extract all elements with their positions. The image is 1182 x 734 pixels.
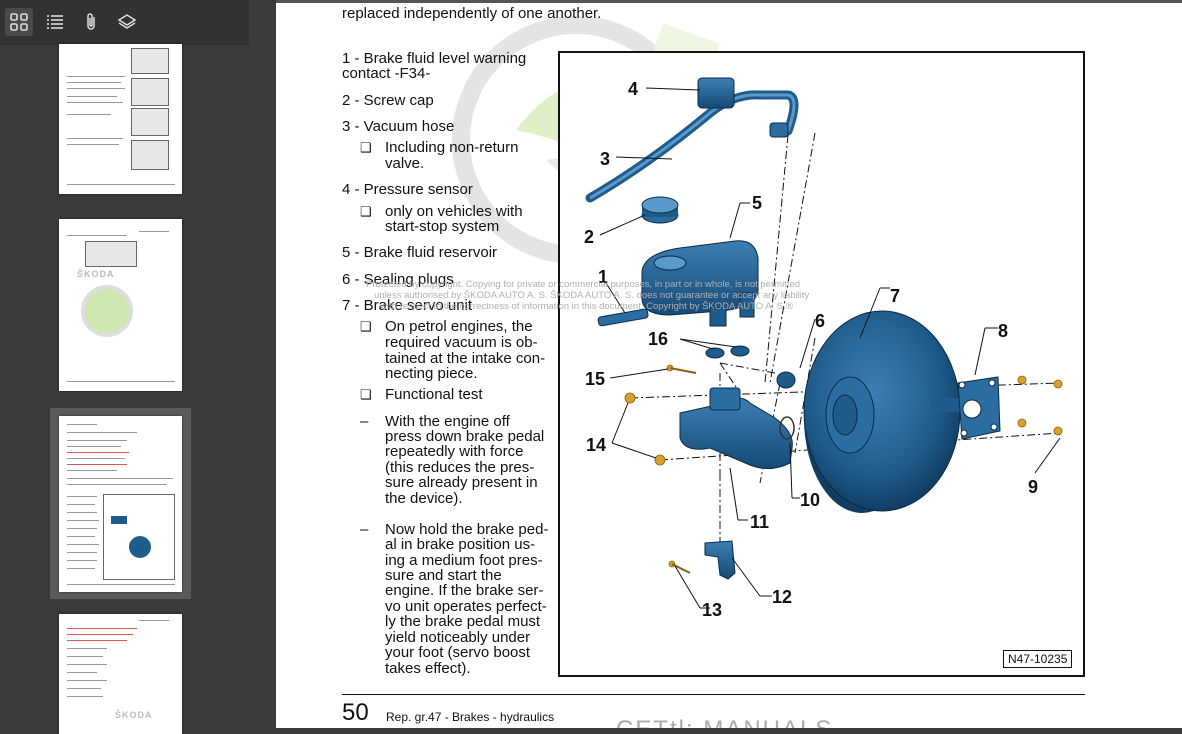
intro-line: replaced independently of one another. [342,5,602,22]
callout-6: 6 [815,311,825,331]
copyright-watermark-3: with respect to the correctness of infor… [380,301,793,312]
callout-12: 12 [772,587,792,607]
callout-16: 16 [648,329,668,349]
dash-icon: – [360,413,369,430]
item-4: 4 - Pressure sensor [342,181,473,198]
bullet-icon: ❑ [360,387,372,402]
page-thumbnail-49[interactable] [50,44,191,196]
dash-icon: – [360,521,369,538]
servo-note-1: On petrol engines, the [385,318,533,335]
step-2-line-3: ing a medium foot pres- [385,552,543,569]
thumbnail-page: ŠKODA [59,219,182,391]
hose-note-1: Including non-return [385,139,519,156]
grid-icon [10,13,28,31]
step-2-line-5: engine. If the brake ser- [385,582,544,599]
step-1-line-2: press down brake pedal [385,428,545,445]
callout-14: 14 [586,435,606,455]
bullet-icon: ❑ [360,319,372,334]
callout-4: 4 [628,79,638,99]
callout-3: 3 [600,149,610,169]
callout-10: 10 [800,490,820,510]
copyright-watermark-1: Protected by copyright. Copying for priv… [366,279,801,290]
thumbnail-page [59,416,182,592]
step-2-line-7: ly the brake pedal must [385,613,541,630]
layers-button[interactable] [113,8,141,36]
layers-icon [117,14,137,29]
callout-15: 15 [585,369,605,389]
callout-1: 1 [598,267,608,287]
thumbnail-logo: ŠKODA [115,710,153,720]
sensor-note-2: start-stop system [385,218,500,235]
servo-note-5: Functional test [385,386,483,403]
step-2-line-8: yield noticeably under [385,629,531,646]
step-2-line-2: al in brake position us- [385,536,536,553]
sidebar-toolbar [0,0,249,45]
bullet-icon: ❑ [360,140,372,155]
document-page: replaced independently of one another. 1… [276,0,1182,728]
step-2-line-1: Now hold the brake ped- [385,521,549,538]
step-2-line-10: takes effect). [385,660,471,677]
callout-8: 8 [998,321,1008,341]
copyright-watermark-2: unless authorised by ŠKODA AUTO A. S. ŠK… [374,290,810,301]
footer-title: Rep. gr.47 - Brakes - hydraulics [386,710,555,724]
step-1-line-5: sure already present in [385,474,538,491]
step-2-line-9: your foot (servo boost [385,644,531,661]
paperclip-icon [87,13,95,30]
callout-5: 5 [752,193,762,213]
page-number: 50 [342,699,369,726]
item-3: 3 - Vacuum hose [342,118,455,135]
item-7: 7 - Brake servo unit [342,297,473,314]
thumbnail-logo: ŠKODA [77,269,115,279]
thumbnail-page: ŠKODA [59,614,182,734]
callout-7: 7 [890,286,900,306]
step-1-line-1: With the engine off [385,413,510,430]
servo-note-3: tained at the intake con- [385,350,546,367]
item-1: 1 - Brake fluid level warning [342,50,527,67]
callout-13: 13 [702,600,722,620]
page-top-edge [276,0,1182,3]
sensor-note-1: only on vehicles with [385,203,523,220]
thumbnail-sidebar: ŠKODA [0,0,249,734]
step-2-line-6: vo unit operates perfect- [385,598,547,615]
item-5: 5 - Brake fluid reservoir [342,244,498,261]
bullet-icon: ❑ [360,204,372,219]
list-icon [47,15,63,29]
thumbnail-page [59,44,182,194]
step-1-line-4: (this reduces the pres- [385,459,535,476]
footer-rule [342,694,1085,695]
hose-note-2: valve. [385,155,425,172]
outline-button[interactable] [41,8,69,36]
callout-11: 11 [750,512,769,532]
step-1-line-3: repeatedly with force [385,443,524,460]
callout-2: 2 [584,227,594,247]
item-2: 2 - Screw cap [342,92,434,109]
page-thumbnail-current[interactable] [50,408,191,599]
diagram-drawing: 1 2 3 4 5 6 7 8 9 10 11 12 13 14 15 16 [584,77,1063,620]
step-2-line-4: sure and start the [385,567,502,584]
step-1-line-6: the device). [385,490,463,507]
skoda-logo-icon [81,285,133,337]
thumbnails-button[interactable] [5,8,33,36]
attachments-button[interactable] [77,8,105,36]
callout-9: 9 [1028,477,1038,497]
brake-servo-exploded-diagram: 1 2 3 4 5 6 7 8 9 10 11 12 13 14 15 16 N… [558,51,1085,677]
viewer-gutter [249,0,276,728]
servo-note-4: necting piece. [385,365,478,382]
item-1-cont: contact -F34- [342,65,431,82]
servo-note-2: required vacuum is ob- [385,334,538,351]
footer-watermark: CETtl: MANUALS [616,716,833,728]
item-6: 6 - Sealing plugs [342,271,454,288]
figure-reference: N47-10235 [1003,650,1073,668]
page-thumbnail-50-prev[interactable]: ŠKODA [50,219,191,393]
page-thumbnail-next[interactable]: ŠKODA [50,614,191,734]
